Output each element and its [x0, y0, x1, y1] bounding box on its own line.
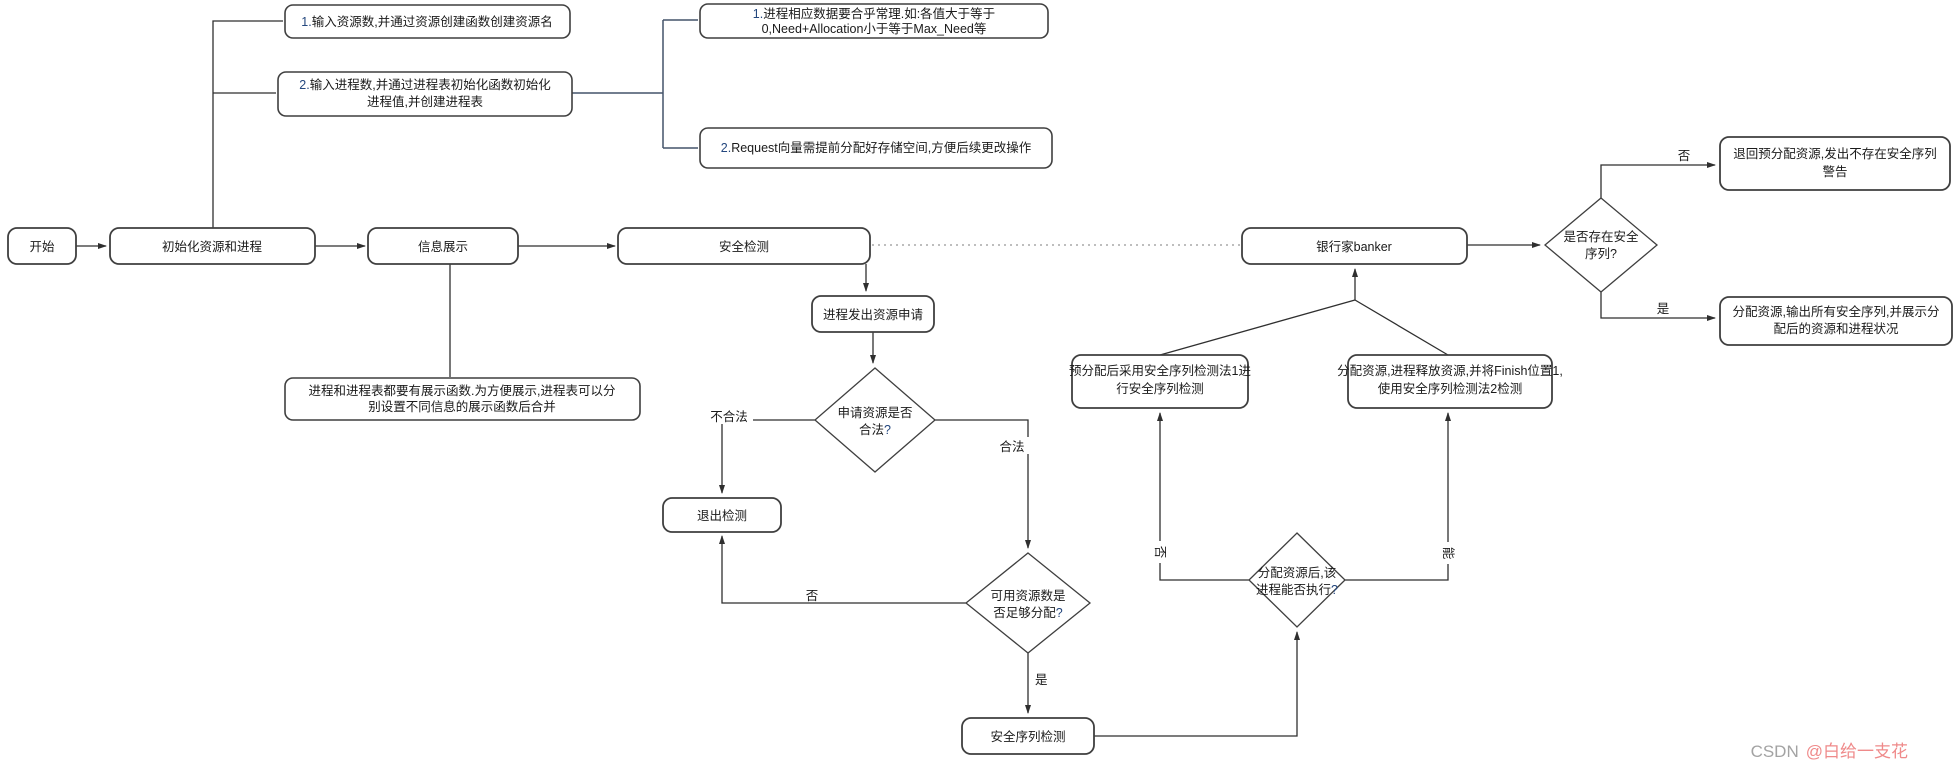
legal-diamond	[814, 367, 936, 473]
edge-can-alloc	[1345, 412, 1451, 581]
note-request-vec-box	[699, 127, 1053, 169]
label-no-top: 否	[1678, 149, 1691, 163]
init-node: 初始化资源和进程	[109, 227, 316, 265]
label-no-left: 否	[806, 589, 819, 603]
exit-check-box	[662, 497, 782, 533]
outcome-has-safe-line1: 分配资源,输出所有安全序列,并展示分	[1733, 304, 1940, 319]
note-display-fn-line1: 进程和进程表都要有展示函数.为方便展示,进程表可以分	[309, 383, 616, 398]
can-exec-line2: 进程能否执行?	[1256, 582, 1338, 597]
note-display-fn: 进程和进程表都要有展示函数.为方便展示,进程表可以分 别设置不同信息的展示函数后…	[284, 377, 641, 421]
label-legal-bg	[995, 437, 1029, 454]
outcome-has-safe-box	[1719, 296, 1953, 346]
exists-safe-line2: 序列?	[1585, 246, 1617, 261]
start-node: 开始	[7, 227, 77, 265]
safe-seq-node: 安全序列检测	[961, 717, 1095, 755]
edge-init-to-note1	[212, 20, 283, 228]
enough-line1: 可用资源数是	[990, 588, 1066, 603]
outcome-pre-alloc-line2: 行安全序列检测	[1116, 381, 1204, 396]
label-can-up: 能	[1441, 547, 1455, 560]
note-valid-data-box	[699, 3, 1049, 39]
decision-enough: 可用资源数是 否足够分配?	[964, 552, 1092, 654]
note-init-proc-text: 2.输入进程数,并通过进程表初始化函数初始化进程值,并创建进程表	[299, 77, 551, 109]
legal-line2: 合法?	[859, 422, 891, 437]
edge-legal-enough	[935, 419, 1031, 549]
start-label: 开始	[29, 240, 55, 254]
decision-legal: 申请资源是否 合法?	[814, 367, 936, 473]
outcome-pre-alloc-line1: 预分配后采用安全序列检测法1进	[1069, 363, 1251, 378]
init-label: 初始化资源和进程	[162, 239, 263, 254]
init-box	[109, 227, 316, 265]
start-box	[7, 227, 77, 265]
outcome-no-safe: 退回预分配资源,发出不存在安全序列 警告	[1719, 136, 1951, 191]
label-yes-bottom: 是	[1657, 302, 1670, 316]
label-no-up: 否	[1153, 546, 1167, 559]
note-create-res-text: 1.输入资源数,并通过资源创建函数创建资源名	[301, 14, 552, 29]
safe-seq-label: 安全序列检测	[990, 729, 1065, 744]
banker-box	[1241, 227, 1468, 265]
outcome-has-safe-line2: 配后的资源和进程状况	[1773, 321, 1899, 336]
legal-line1: 申请资源是否	[837, 406, 912, 420]
outcome-alloc-exec-line1: 分配资源,进程释放资源,并将Finish位置1,	[1337, 363, 1563, 378]
exists-safe-diamond	[1543, 197, 1659, 293]
safety-label: 安全检测	[719, 239, 769, 254]
exit-check-label: 退出检测	[697, 508, 747, 523]
label-no-up-bg	[1150, 541, 1170, 563]
label-no-left-bg	[801, 586, 823, 602]
edge-merge-diagonals	[1159, 299, 1449, 356]
safe-seq-box	[961, 717, 1095, 755]
exists-safe-line1: 是否存在安全	[1563, 229, 1639, 244]
note-init-proc: 2.输入进程数,并通过进程表初始化函数初始化进程值,并创建进程表	[277, 71, 573, 117]
info-node: 信息展示	[367, 227, 519, 265]
note-create-res: 1.输入资源数,并通过资源创建函数创建资源名	[284, 4, 571, 39]
note-create-res-box	[284, 4, 571, 39]
enough-line2: 否足够分配?	[993, 606, 1063, 620]
label-legal: 合法	[999, 439, 1024, 454]
note-request-vec: 2.Request向量需提前分配好存储空间,方便后续更改操作	[699, 127, 1053, 169]
safety-node: 安全检测	[617, 227, 871, 265]
label-illegal-bg	[705, 407, 753, 424]
edge-no-safe	[1600, 162, 1716, 198]
edge-labels: 否 是 不合法 合法 否 是 否 能	[705, 149, 1690, 687]
edge-blue-note-bracket	[572, 19, 698, 149]
request-node: 进程发出资源申请	[811, 295, 935, 333]
label-illegal: 不合法	[710, 409, 748, 424]
info-label: 信息展示	[418, 239, 468, 254]
edge-notenough-exit	[719, 535, 966, 604]
label-can-up-bg	[1438, 542, 1458, 564]
outcome-alloc-exec-box	[1347, 354, 1553, 409]
outcome-no-safe-box	[1719, 136, 1951, 191]
exit-check-node: 退出检测	[662, 497, 782, 533]
enough-diamond	[964, 552, 1092, 654]
edge-safeseq-canexec	[1094, 631, 1300, 737]
note-display-fn-line2: 别设置不同信息的展示函数后合并	[368, 399, 556, 414]
banker-node: 银行家banker	[1241, 227, 1468, 265]
outcome-pre-alloc-box	[1071, 354, 1249, 409]
info-box	[367, 227, 519, 265]
note-display-fn-box	[284, 377, 641, 421]
request-label: 进程发出资源申请	[823, 307, 923, 322]
decision-can-exec: 分配资源后,该 进程能否执行?	[1248, 532, 1346, 628]
edge-yes-safe	[1600, 292, 1716, 321]
note-request-vec-text: 2.Request向量需提前分配好存储空间,方便后续更改操作	[721, 140, 1032, 155]
banker-label: 银行家banker	[1316, 239, 1392, 254]
decision-exists-safe: 是否存在安全 序列?	[1543, 197, 1659, 293]
outcome-alloc-exec: 分配资源,进程释放资源,并将Finish位置1, 使用安全序列检测法2检测	[1337, 354, 1563, 409]
outcome-no-safe-line2: 警告	[1822, 164, 1847, 179]
edge-cannot-prealloc	[1157, 412, 1249, 581]
can-exec-diamond	[1248, 532, 1346, 628]
note-init-proc-box	[277, 71, 573, 117]
safety-box	[617, 227, 871, 265]
can-exec-line1: 分配资源后,该	[1258, 566, 1336, 580]
label-yes-down: 是	[1035, 673, 1048, 687]
outcome-pre-alloc: 预分配后采用安全序列检测法1进 行安全序列检测	[1069, 354, 1251, 409]
edge-illegal-exit	[719, 419, 815, 494]
outcome-no-safe-line1: 退回预分配资源,发出不存在安全序列	[1733, 146, 1936, 161]
outcome-has-safe: 分配资源,输出所有安全序列,并展示分 配后的资源和进程状况	[1719, 296, 1953, 346]
outcome-alloc-exec-line2: 使用安全序列检测法2检测	[1378, 381, 1522, 396]
watermark: CSDN@白给一支花	[1751, 742, 1908, 761]
request-box	[811, 295, 935, 333]
